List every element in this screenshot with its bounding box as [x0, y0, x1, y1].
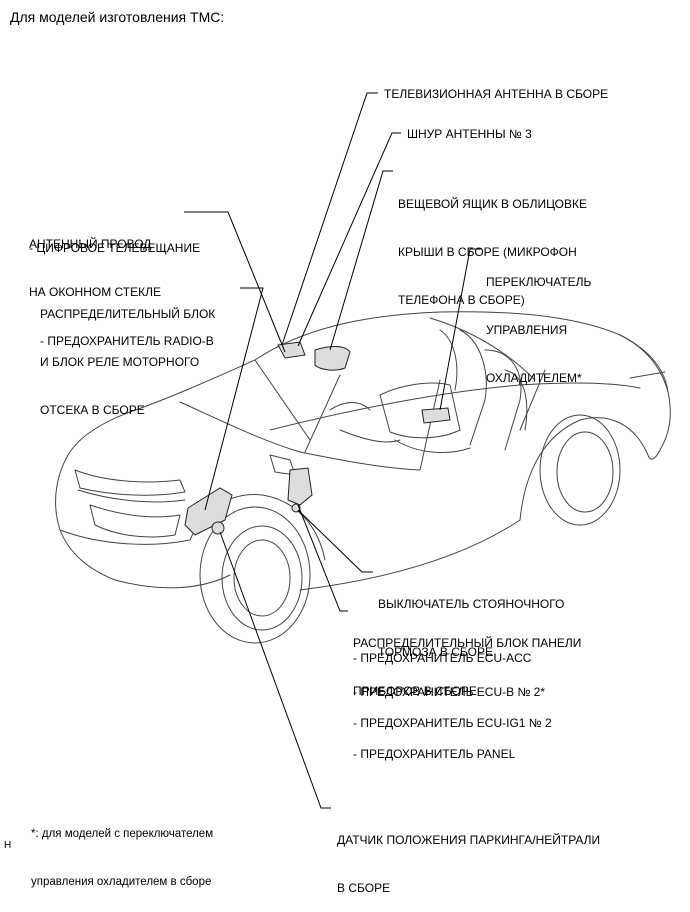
car-outline [55, 311, 671, 644]
label-park-neutral: ДАТЧИК ПОЛОЖЕНИЯ ПАРКИНГА/НЕЙТРАЛИ В СБО… [337, 800, 600, 912]
leader-lines [184, 92, 481, 809]
label-window-wire-sub: - ЦИФРОВОЕ ТЕЛЕВЕЩАНИЕ [29, 241, 201, 255]
page-title: Для моделей изготовления TMC: [10, 9, 225, 25]
footnote-line1: *: для моделей с переключателем [31, 828, 214, 840]
label-cooler-switch-line2: УПРАВЛЕНИЯ [486, 323, 568, 337]
roof-box-part [314, 346, 351, 371]
label-roof-box-line3: ТЕЛЕФОНА В СБОРЕ) [398, 293, 525, 307]
label-roof-box-line2: КРЫШИ В СБОРЕ (МИКРОФОН [398, 245, 577, 259]
label-panel-block: РАСПРЕДЕЛИТЕЛЬНЫЙ БЛОК ПАНЕЛИ ПРИБОРОВ В… [353, 603, 581, 715]
label-cooler-switch: ПЕРЕКЛЮЧАТЕЛЬ УПРАВЛЕНИЯ ОХЛАДИТЕЛЕМ* [486, 242, 591, 402]
label-park-neutral-line1: ДАТЧИК ПОЛОЖЕНИЯ ПАРКИНГА/НЕЙТРАЛИ [337, 833, 601, 847]
car-illustration [55, 92, 671, 809]
fuse-item: - ПРЕДОХРАНИТЕЛЬ ECU-IG1 № 2 [353, 716, 552, 730]
label-engine-block-line3: ОТСЕКА В СБОРЕ [40, 403, 145, 417]
corner-mark: H [4, 840, 12, 851]
footnote: *: для моделей с переключателем управлен… [31, 794, 213, 906]
label-antenna-cord: ШНУР АНТЕННЫ № 3 [407, 127, 532, 141]
label-park-neutral-line2: В СБОРЕ [337, 881, 391, 895]
label-roof-box-line1: ВЕЩЕВОЙ ЯЩИК В ОБЛИЦОВКЕ [398, 197, 588, 211]
label-engine-block-line2: И БЛОК РЕЛЕ МОТОРНОГО [40, 355, 200, 369]
label-engine-block: РАСПРЕДЕЛИТЕЛЬНЫЙ БЛОК И БЛОК РЕЛЕ МОТОР… [40, 274, 215, 434]
fuse-item: - ПРЕДОХРАНИТЕЛЬ PANEL [353, 747, 516, 761]
label-cooler-switch-line1: ПЕРЕКЛЮЧАТЕЛЬ [486, 275, 592, 289]
label-engine-block-line1: РАСПРЕДЕЛИТЕЛЬНЫЙ БЛОК [40, 307, 216, 321]
footnote-line2: управления охладителем в сборе [31, 876, 212, 888]
park-sensor-part [211, 521, 225, 535]
label-panel-block-line1: РАСПРЕДЕЛИТЕЛЬНЫЙ БЛОК ПАНЕЛИ [353, 636, 582, 650]
parts [184, 341, 451, 536]
label-roof-box: ВЕЩЕВОЙ ЯЩИК В ОБЛИЦОВКЕ КРЫШИ В СБОРЕ (… [398, 164, 587, 324]
label-panel-block-line2: ПРИБОРОВ В СБОРЕ [353, 684, 477, 698]
fuse-item: - ПРЕДОХРАНИТЕЛЬ ECU-B № 2* [353, 685, 546, 699]
label-parking-brake-line2: ТОРМОЗА В СБОРЕ [378, 645, 493, 659]
label-engine-block-sub: - ПРЕДОХРАНИТЕЛЬ RADIO-B [40, 334, 214, 348]
label-tv-antenna: ТЕЛЕВИЗИОННАЯ АНТЕННА В СБОРЕ [384, 87, 609, 101]
label-parking-brake-line1: ВЫКЛЮЧАТЕЛЬ СТОЯНОЧНОГО [378, 597, 565, 611]
label-window-wire-line1: АНТЕННЫЙ ПРОВОД [29, 237, 152, 251]
label-parking-brake: ВЫКЛЮЧАТЕЛЬ СТОЯНОЧНОГО ТОРМОЗА В СБОРЕ [378, 564, 564, 676]
label-cooler-switch-line3: ОХЛАДИТЕЛЕМ* [486, 371, 582, 385]
label-window-wire-line2: НА ОКОННОМ СТЕКЛЕ [29, 285, 161, 299]
cooler-switch-part [421, 407, 451, 424]
engine-block-part [184, 487, 233, 536]
label-window-wire: АНТЕННЫЙ ПРОВОД НА ОКОННОМ СТЕКЛЕ [29, 204, 161, 316]
panel-block-part [287, 467, 313, 506]
fuse-item: - ПРЕДОХРАНИТЕЛЬ ECU-ACC [353, 651, 532, 665]
